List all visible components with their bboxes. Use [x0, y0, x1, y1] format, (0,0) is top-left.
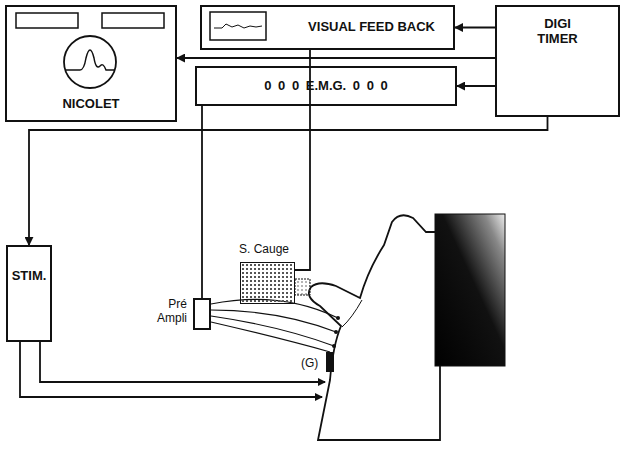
electrode — [334, 330, 338, 334]
stim-wire — [20, 342, 322, 397]
node-label: S. Cauge — [239, 243, 289, 257]
screen-panel — [102, 13, 164, 28]
signal-connector — [201, 106, 203, 298]
stim-wire — [40, 342, 325, 382]
node-label: Pré Ampli — [147, 298, 187, 326]
signal-connector — [177, 57, 495, 59]
electrode — [336, 316, 340, 320]
node-label: 0 0 0 E.M.G. 0 0 0 — [264, 79, 388, 94]
node-label: STIM. — [12, 269, 47, 284]
strain-gauge: S. Cauge — [240, 262, 295, 304]
stim-electrode — [318, 378, 326, 386]
signal-connector — [29, 117, 548, 245]
electrode-label: (G) — [300, 356, 319, 370]
preamp-box: Pré Ampli — [193, 298, 211, 330]
electrode — [332, 344, 336, 348]
emg-lead — [211, 322, 330, 352]
hand — [309, 215, 440, 440]
thumb-crease — [342, 300, 362, 327]
emg-box: 0 0 0 E.M.G. 0 0 0 — [195, 66, 457, 106]
feedback-screen — [210, 12, 266, 40]
timer-box: DIGI TIMER — [495, 5, 620, 117]
stimulator-box: STIM. — [6, 245, 52, 342]
node-label: NICOLET — [62, 97, 119, 112]
node-label: DIGI TIMER — [528, 17, 588, 47]
waveform — [214, 24, 262, 28]
ground-electrode — [326, 352, 334, 372]
waveform — [66, 50, 114, 70]
emg-lead — [211, 316, 334, 346]
feedback-box: VISUAL FEED BACK — [200, 5, 455, 50]
signal-connector — [455, 27, 495, 29]
recorder-box: NICOLET — [5, 5, 177, 122]
emg-lead — [211, 310, 336, 332]
stim-electrode — [315, 393, 323, 401]
support-board — [435, 214, 505, 366]
node-label: VISUAL FEED BACK — [308, 20, 435, 35]
screen-panel — [16, 13, 78, 28]
thumb-adaptor — [295, 279, 310, 295]
signal-connector — [457, 85, 495, 87]
scope-circle — [64, 36, 116, 88]
